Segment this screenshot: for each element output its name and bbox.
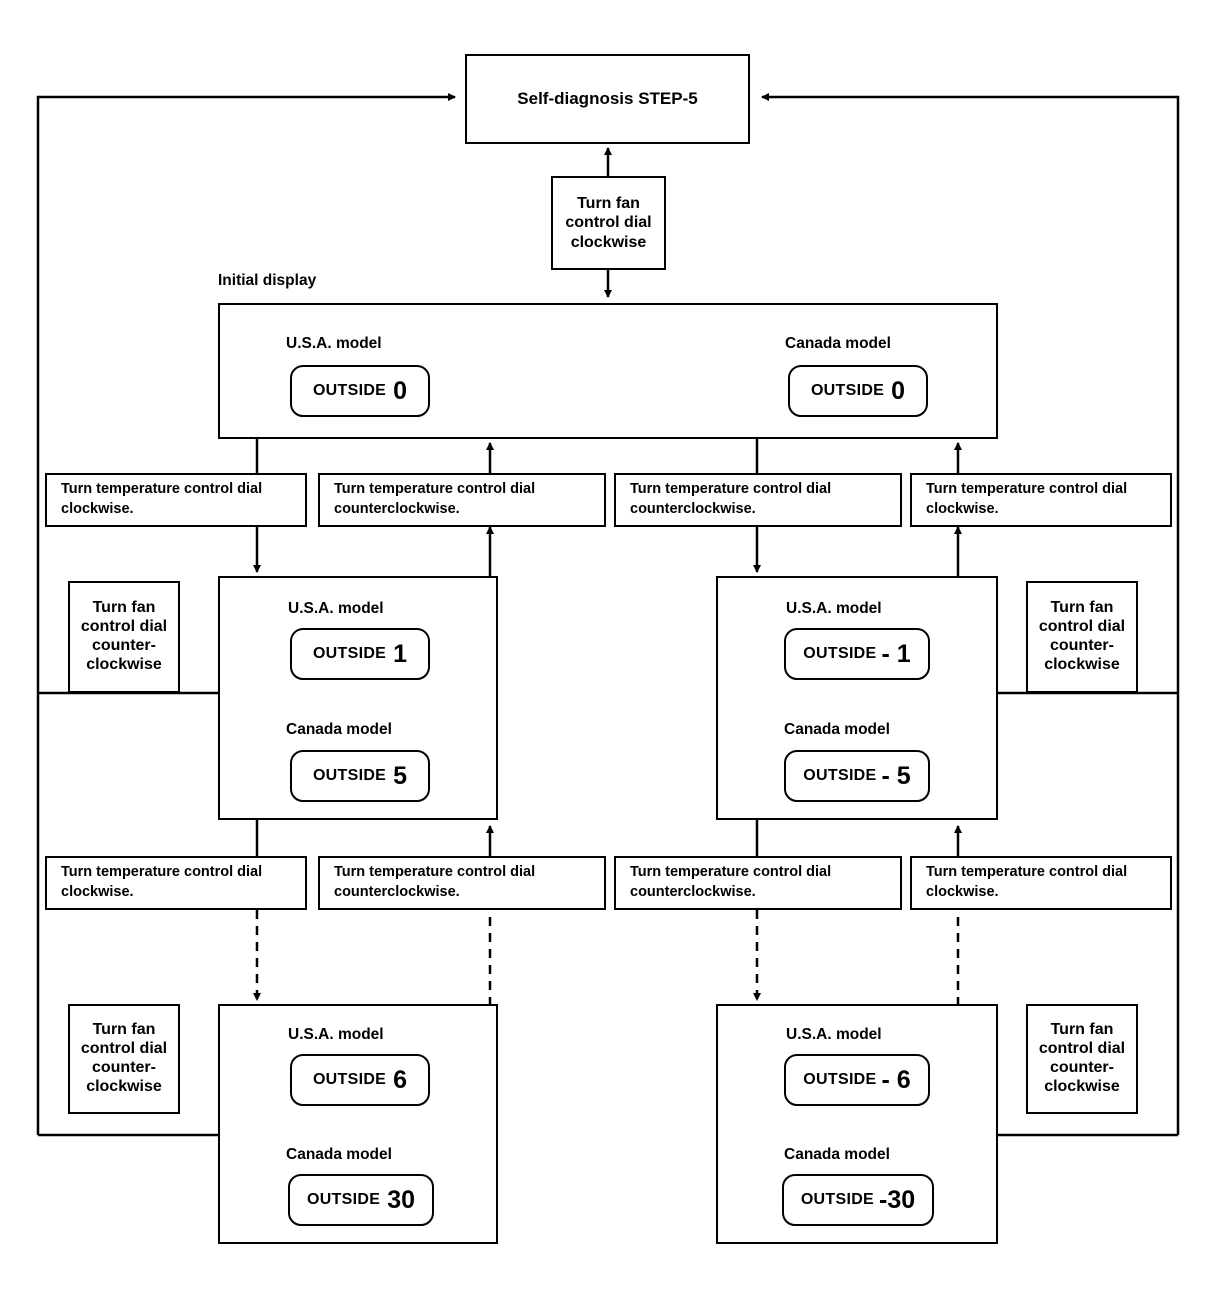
step1-right-canada-lcd: OUTSIDE - 5: [784, 750, 930, 802]
panel-step1-right: U.S.A. model OUTSIDE - 1 Canada model OU…: [716, 576, 998, 820]
step1-left-canada-lcd-value: 5: [393, 761, 408, 790]
stepmax-left-canada-model-label: Canada model: [286, 1146, 392, 1163]
initial-usa-lcd-value: 0: [393, 376, 408, 405]
instr-bar-3: Turn temperature control dial counterclo…: [614, 473, 902, 527]
initial-display-panel: U.S.A. model OUTSIDE 0 Canada model OUTS…: [218, 303, 998, 439]
panel-step1-left: U.S.A. model OUTSIDE 1 Canada model OUTS…: [218, 576, 498, 820]
step1-left-canada-model-label: Canada model: [286, 721, 392, 738]
panel-stepmax-left: U.S.A. model OUTSIDE 6 Canada model OUTS…: [218, 1004, 498, 1244]
fan-dial-clockwise-box: Turn fan control dial clockwise: [551, 176, 666, 270]
step1-right-usa-lcd: OUTSIDE - 1: [784, 628, 930, 680]
step1-left-usa-lcd-value: 1: [393, 639, 408, 668]
initial-canada-lcd-value: 0: [891, 376, 906, 405]
stepmax-left-usa-lcd-value: 6: [393, 1065, 408, 1094]
initial-usa-model-label: U.S.A. model: [286, 335, 382, 352]
initial-usa-lcd: OUTSIDE 0: [290, 365, 430, 417]
stepmax-left-usa-model-label: U.S.A. model: [288, 1026, 384, 1043]
instr-bar-4: Turn temperature control dial clockwise.: [910, 473, 1172, 527]
step1-left-usa-lcd-word: OUTSIDE: [312, 645, 387, 662]
self-diagnosis-step5-box: Self-diagnosis STEP-5: [465, 54, 750, 144]
step1-left-usa-lcd: OUTSIDE 1: [290, 628, 430, 680]
stepmax-left-canada-lcd-value: 30: [387, 1185, 416, 1214]
step1-left-canada-lcd-word: OUTSIDE: [312, 767, 387, 784]
stepmax-right-usa-lcd: OUTSIDE - 6: [784, 1054, 930, 1106]
stepmax-right-usa-lcd-value: - 6: [881, 1065, 911, 1094]
instr-bar-5: Turn temperature control dial clockwise.: [45, 856, 307, 910]
stepmax-left-usa-lcd: OUTSIDE 6: [290, 1054, 430, 1106]
initial-canada-lcd-word: OUTSIDE: [810, 382, 885, 399]
stepmax-left-canada-lcd: OUTSIDE 30: [288, 1174, 434, 1226]
initial-canada-lcd: OUTSIDE 0: [788, 365, 928, 417]
step1-left-usa-model-label: U.S.A. model: [288, 600, 384, 617]
fan-ccw-box-right-row2: Turn fan control dial counter- clockwise: [1026, 581, 1138, 693]
panel-stepmax-right: U.S.A. model OUTSIDE - 6 Canada model OU…: [716, 1004, 998, 1244]
step1-right-usa-lcd-value: - 1: [881, 639, 911, 668]
initial-usa-lcd-word: OUTSIDE: [312, 382, 387, 399]
instr-bar-1: Turn temperature control dial clockwise.: [45, 473, 307, 527]
step1-right-canada-lcd-word: OUTSIDE: [803, 767, 877, 784]
step1-right-canada-lcd-value: - 5: [881, 761, 911, 790]
step1-right-usa-model-label: U.S.A. model: [786, 600, 882, 617]
fan-ccw-box-left-row3: Turn fan control dial counter- clockwise: [68, 1004, 180, 1114]
stepmax-right-canada-lcd-value: -30: [879, 1185, 916, 1214]
fan-ccw-box-left-row2: Turn fan control dial counter- clockwise: [68, 581, 180, 693]
instr-bar-7: Turn temperature control dial counterclo…: [614, 856, 902, 910]
step1-left-canada-lcd: OUTSIDE 5: [290, 750, 430, 802]
stepmax-right-canada-lcd: OUTSIDE -30: [782, 1174, 934, 1226]
step1-right-canada-model-label: Canada model: [784, 721, 890, 738]
step1-right-usa-lcd-word: OUTSIDE: [803, 645, 877, 662]
stepmax-left-usa-lcd-word: OUTSIDE: [312, 1071, 387, 1088]
stepmax-right-canada-model-label: Canada model: [784, 1146, 890, 1163]
fan-ccw-box-right-row3: Turn fan control dial counter- clockwise: [1026, 1004, 1138, 1114]
fan-clockwise-label: Turn fan control dial clockwise: [565, 194, 652, 251]
initial-display-caption: Initial display: [218, 272, 317, 289]
stepmax-left-canada-lcd-word: OUTSIDE: [306, 1191, 381, 1208]
instr-bar-2: Turn temperature control dial counterclo…: [318, 473, 606, 527]
stepmax-right-usa-lcd-word: OUTSIDE: [803, 1071, 877, 1088]
step5-title: Self-diagnosis STEP-5: [517, 89, 698, 108]
stepmax-right-canada-lcd-word: OUTSIDE: [800, 1191, 875, 1208]
instr-bar-6: Turn temperature control dial counterclo…: [318, 856, 606, 910]
instr-bar-8: Turn temperature control dial clockwise.: [910, 856, 1172, 910]
stepmax-right-usa-model-label: U.S.A. model: [786, 1026, 882, 1043]
initial-canada-model-label: Canada model: [785, 335, 891, 352]
